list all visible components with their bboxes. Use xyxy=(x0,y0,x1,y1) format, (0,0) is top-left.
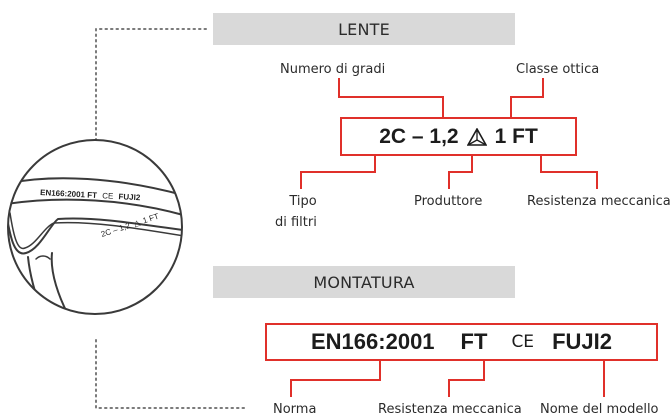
magnifier-glasses-detail: EN166:2001 FT CE FUJI2 2C – 1,2 △ 1 FT xyxy=(0,127,200,327)
label-tipo-filtri: Tipo xyxy=(288,193,318,210)
leader-numero-gradi xyxy=(339,78,443,117)
label-tipo-filtri-line2: di filtri xyxy=(275,214,317,231)
leader-tipo xyxy=(301,156,375,189)
lente-header: LENTE xyxy=(213,13,515,45)
dotted-connector-bottom xyxy=(96,340,244,408)
label-numero-gradi: Numero di gradi xyxy=(280,61,385,78)
leader-resistenza-lente xyxy=(541,156,597,189)
lens-code-part1: 2C – 1,2 xyxy=(379,125,458,149)
triangle-mark-icon xyxy=(467,128,487,146)
leader-classe-ottica xyxy=(511,78,543,117)
leader-resistenza-montatura xyxy=(449,361,484,397)
label-resistenza-lente: Resistenza meccanica xyxy=(527,193,670,210)
leader-produttore xyxy=(449,156,472,189)
lens-code-box: 2C – 1,2 1 FT xyxy=(340,117,577,156)
lens-code-part2: 1 FT xyxy=(495,125,538,149)
frame-code-box: EN166:2001 FT CE FUJI2 xyxy=(265,323,658,361)
label-resistenza-montatura: Resistenza meccanica xyxy=(378,401,522,418)
frame-code-ft: FT xyxy=(461,329,488,355)
label-produttore: Produttore xyxy=(414,193,482,210)
montatura-header: MONTATURA xyxy=(213,266,515,298)
frame-code-model: FUJI2 xyxy=(552,329,612,355)
leader-norma xyxy=(291,361,380,397)
label-norma: Norma xyxy=(273,401,316,418)
frame-code-norma: EN166:2001 xyxy=(311,329,435,355)
label-classe-ottica: Classe ottica xyxy=(516,61,599,78)
label-nome-modello: Nome del modello xyxy=(540,401,659,418)
ce-mark-icon: CE xyxy=(511,332,534,352)
